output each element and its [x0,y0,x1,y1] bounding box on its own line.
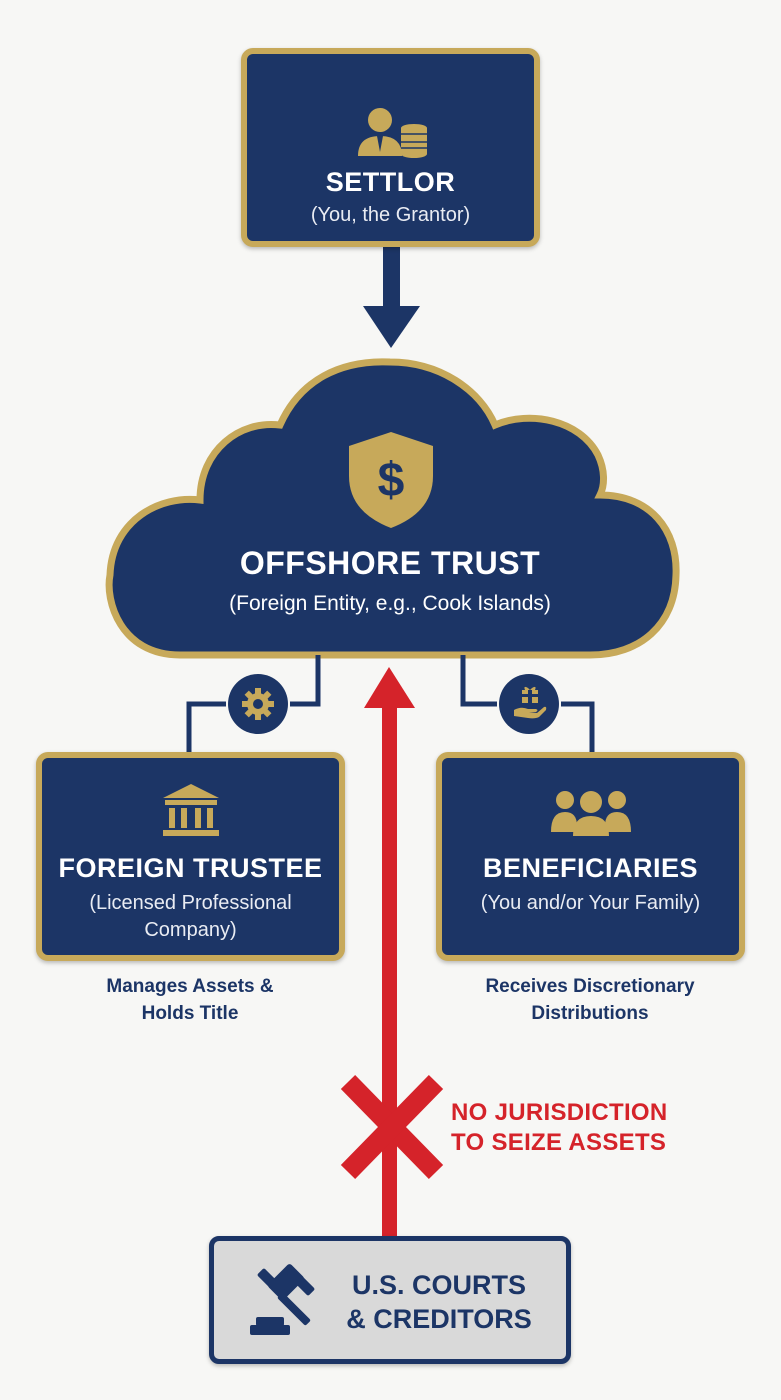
foreign-trustee-subtitle-line2: Company) [144,919,237,941]
bank-building-icon [163,784,219,836]
settlor-to-trust-arrow [363,244,420,348]
beneficiaries-box: BENEFICIARIES (You and/or Your Family) [436,752,745,961]
gift-hand-icon [514,686,547,719]
settlor-box: SETTLOR (You, the Grantor) [241,48,540,247]
beneficiaries-connector [460,655,595,755]
courts-line2: & CREDITORS [346,1303,532,1334]
settlor-title: SETTLOR [325,167,456,197]
people-group-icon [551,791,631,836]
creditor-claim-arrow [364,667,415,1237]
offshore-trust-title: OFFSHORE TRUST [239,545,541,581]
courts-line1: U.S. COURTS [351,1270,526,1300]
beneficiaries-caption-line1: Receives Discretionary [485,976,695,997]
courts-title: U.S. COURTS & CREDITORS [324,1269,554,1337]
foreign-trustee-title: FOREIGN TRUSTEE [58,853,323,883]
foreign-trustee-box: FOREIGN TRUSTEE (Licensed Professional C… [36,752,345,961]
beneficiaries-caption-line2: Distributions [531,1002,649,1024]
businessman-coins-icon [358,108,427,158]
offshore-trust-subtitle: (Foreign Entity, e.g., Cook Islands) [229,592,551,615]
dollar-shield-icon: $ [349,432,433,528]
no-jurisdiction-warning: NO JURISDICTION TO SEIZE ASSETS [451,1098,751,1158]
warning-line1: NO JURISDICTION [451,1099,668,1126]
beneficiaries-subtitle: (You and/or Your Family) [480,892,701,914]
trustee-caption: Manages Assets & Holds Title [40,974,340,1027]
svg-text:$: $ [378,454,405,507]
gavel-icon [250,1264,315,1335]
trustee-caption-line1: Manages Assets & [106,976,274,997]
courts-creditors-box: U.S. COURTS & CREDITORS [209,1236,571,1364]
gear-icon [242,688,274,720]
trustee-caption-line2: Holds Title [141,1002,239,1024]
x-mark-icon [340,1075,444,1179]
foreign-trustee-subtitle-line1: (Licensed Professional [89,892,292,914]
beneficiaries-caption: Receives Discretionary Distributions [440,974,740,1027]
settlor-subtitle: (You, the Grantor) [310,204,471,226]
warning-line2: TO SEIZE ASSETS [451,1129,667,1156]
beneficiaries-title: BENEFICIARIES [482,853,699,883]
